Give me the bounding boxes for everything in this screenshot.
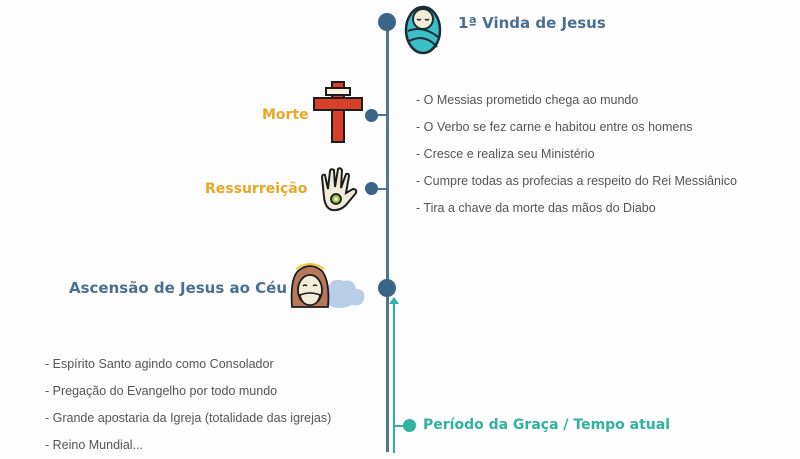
jesus-cloud-icon (288, 263, 370, 313)
list-item: - Grande apostaria da Igreja (totalidade… (45, 411, 332, 425)
timeline-main-line (386, 22, 389, 452)
timeline-dot-resurrection (365, 182, 378, 195)
arrow-up-icon (389, 297, 399, 304)
timeline-dot-first-coming (378, 13, 396, 31)
list-item: - Cumpre todas as profecias a respeito d… (416, 174, 737, 188)
list-item: - Cresce e realiza seu Ministério (416, 147, 595, 161)
timeline-dot-death (365, 109, 378, 122)
baby-jesus-icon (403, 3, 443, 55)
connector-grace (395, 425, 407, 427)
event-title-grace-period: Período da Graça / Tempo atual (423, 417, 671, 433)
event-title-resurrection: Ressurreição (205, 181, 308, 197)
list-item: - Reino Mundial... (45, 438, 143, 452)
event-title-first-coming: 1ª Vinda de Jesus (458, 14, 606, 32)
event-title-ascension: Ascensão de Jesus ao Céu (69, 279, 288, 297)
list-item: - Espírito Santo agindo como Consolador (45, 357, 274, 371)
event-title-death: Morte (262, 107, 309, 123)
grace-period-notes: - Espírito Santo agindo como Consolador … (45, 351, 331, 459)
connector-death (372, 114, 387, 116)
list-item: - Pregação do Evangelho por todo mundo (45, 384, 278, 398)
list-item: - Tira a chave da morte das mãos do Diab… (416, 201, 656, 215)
connector-resurrection (372, 188, 387, 190)
pierced-hand-icon (318, 165, 360, 213)
cross-icon (313, 81, 363, 143)
grace-period-line (393, 303, 395, 453)
timeline-dot-ascension (378, 279, 396, 297)
list-item: - O Messias prometido chega ao mundo (416, 93, 639, 107)
list-item: - O Verbo se fez carne e habitou entre o… (416, 120, 693, 134)
timeline-dot-grace (403, 419, 416, 432)
first-coming-notes: - O Messias prometido chega ao mundo - O… (416, 87, 737, 222)
